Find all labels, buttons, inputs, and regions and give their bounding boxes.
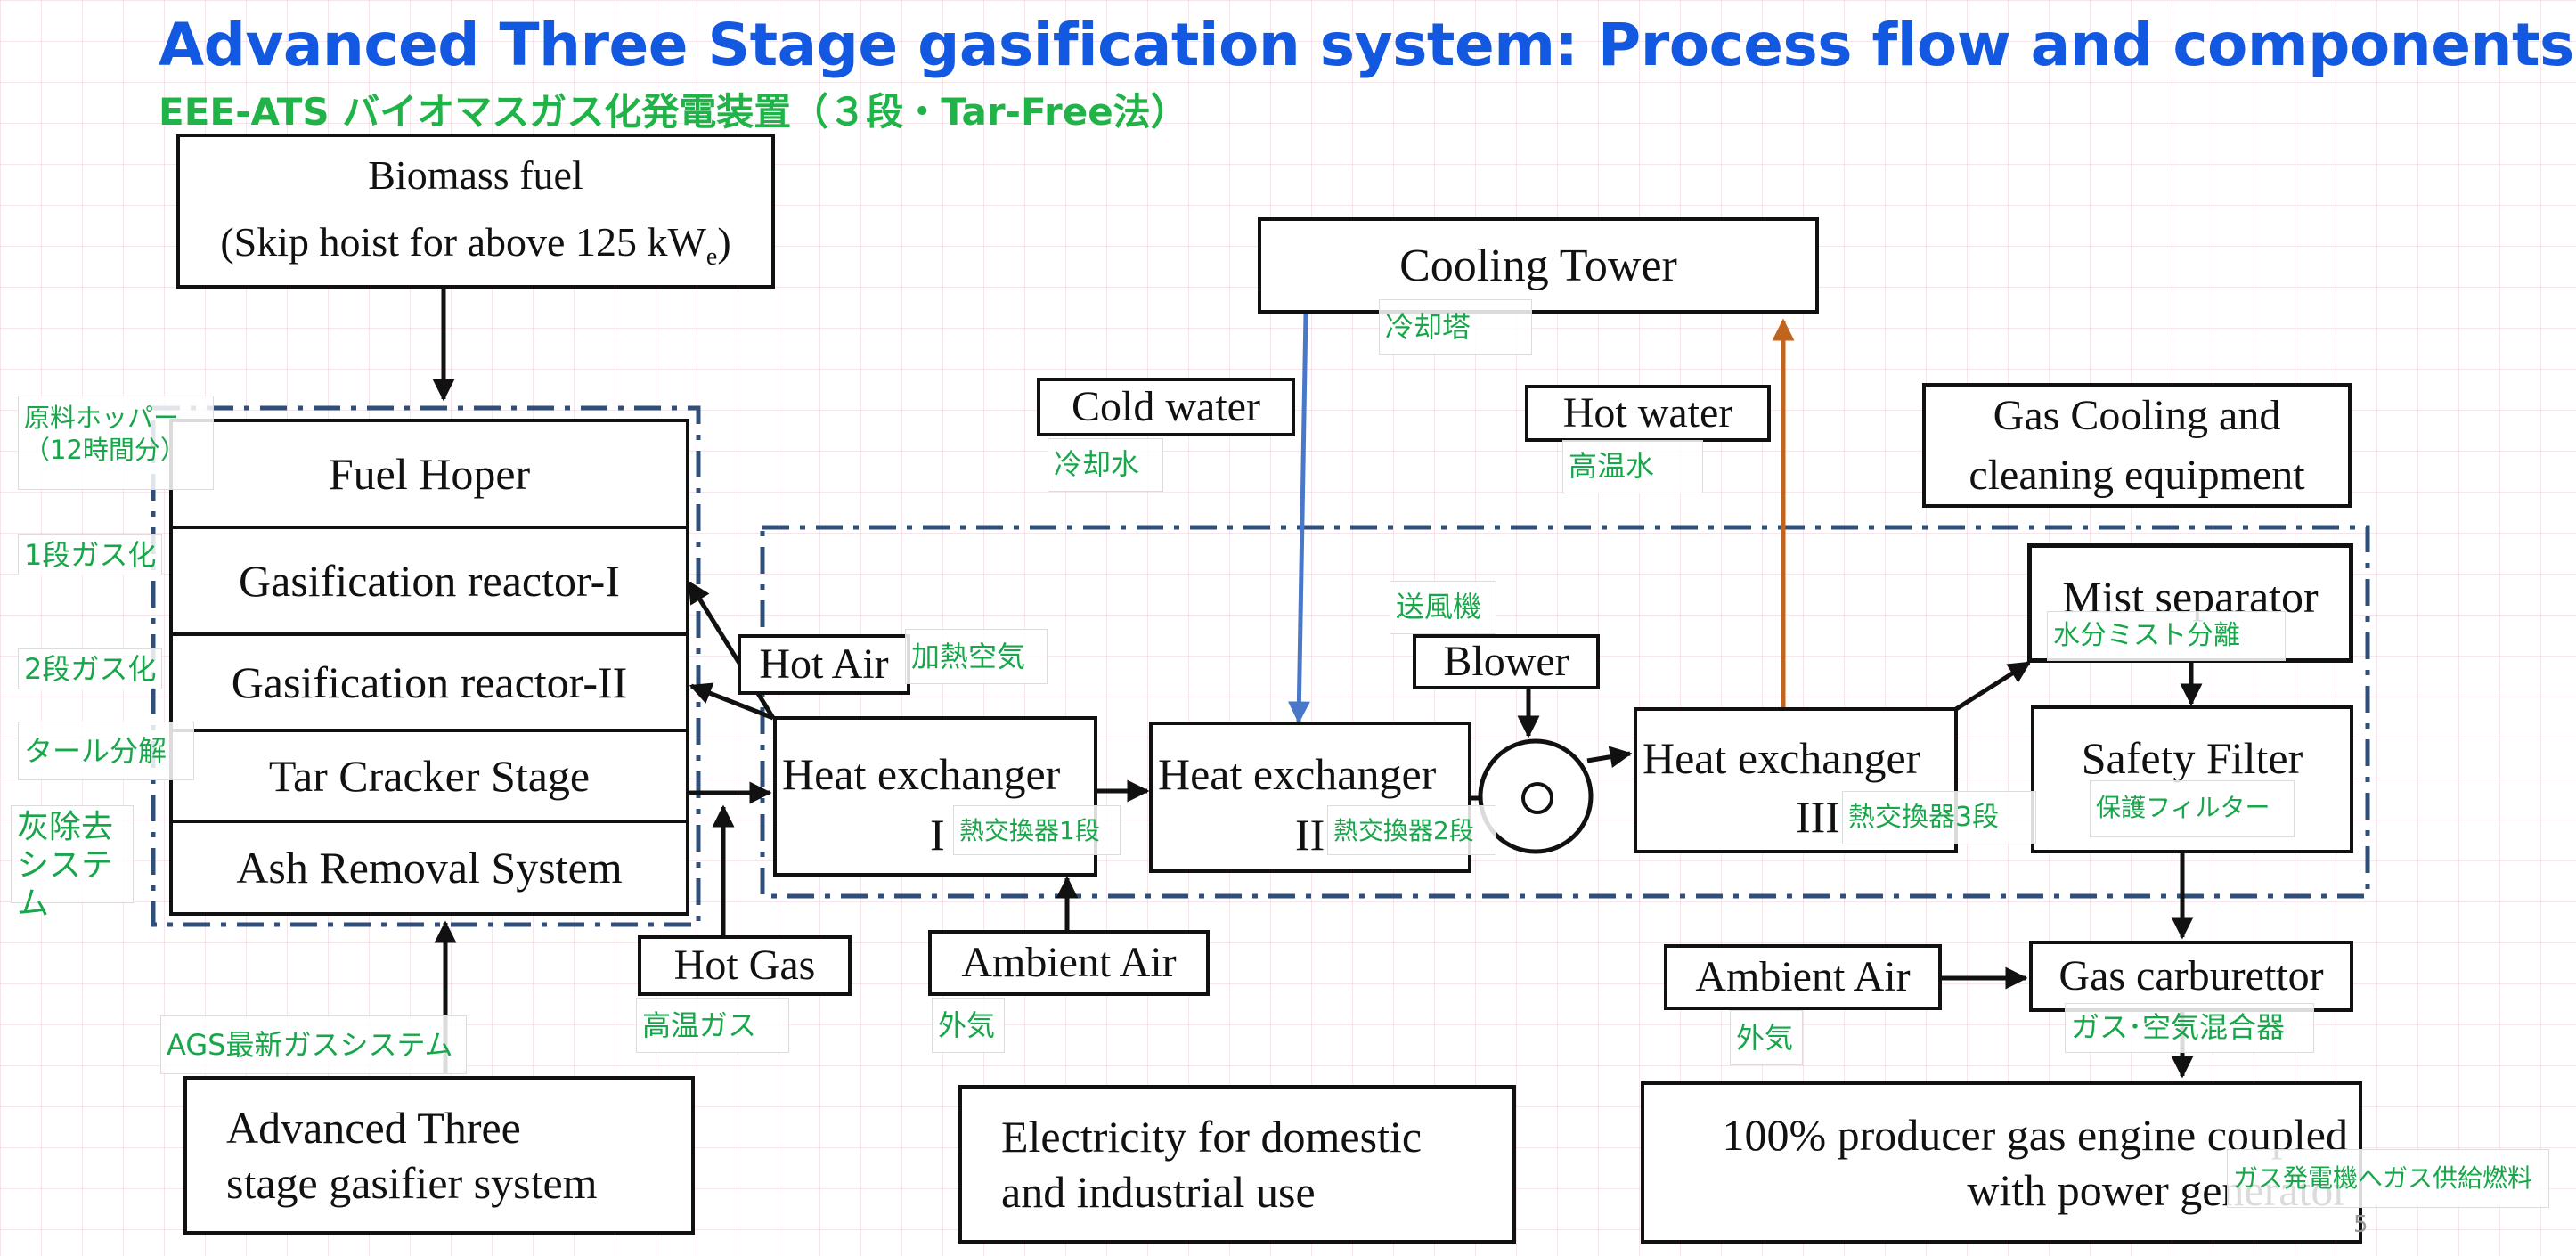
jp-label-hopper: 原料ホッパー （12時間分） (18, 396, 214, 490)
ambient-air-2-box: Ambient Air (1664, 944, 1942, 1010)
jp-label-cooling-tower: 冷却塔 (1379, 299, 1532, 355)
jp-label-hot-air: 加熱空気 (905, 629, 1048, 684)
tar-cracker-box: Tar Cracker Stage (169, 729, 689, 823)
advanced-gasifier-box: Advanced Three stage gasifier system (183, 1076, 695, 1235)
arrow-hx3-to-mist (1954, 660, 2032, 712)
biomass-fuel-box: Biomass fuel (Skip hoist for above 125 k… (176, 134, 775, 289)
jp-label-blower: 送風機 (1390, 581, 1496, 634)
jp-label-carburettor: ガス･空気混合器 (2065, 1003, 2314, 1053)
blower-box: Blower (1413, 634, 1600, 689)
jp-label-ags: AGS最新ガスシステム (160, 1015, 467, 1074)
fuel-hoper-box: Fuel Hoper (169, 419, 689, 529)
jp-label-engine: ガス発電機へガス供給燃料 (2227, 1149, 2549, 1208)
arrow-hotair-to-reactor2 (689, 682, 774, 721)
hot-gas-box: Hot Gas (638, 935, 852, 996)
heat-exchanger-3-number: III (1796, 792, 1840, 842)
heat-exchanger-3-label: Heat exchanger (1643, 733, 1921, 783)
arrow-cold-water (1287, 313, 1310, 724)
page-title: Advanced Three Stage gasification system… (159, 11, 2574, 79)
page-subtitle: EEE-ATS バイオマスガス化発電装置（３段・Tar-Free法） (159, 90, 1188, 134)
jp-label-mist: 水分ミスト分離 (2047, 611, 2286, 661)
jp-label-hot-water: 高温水 (1562, 440, 1703, 493)
gasification-reactor-1-box: Gasification reactor-I (169, 526, 689, 636)
jp-label-stage2: 2段ガス化 (18, 648, 163, 689)
electricity-box: Electricity for domestic and industrial … (958, 1085, 1516, 1244)
ambient-air-1-box: Ambient Air (928, 930, 1210, 996)
cooling-tower-box: Cooling Tower (1258, 217, 1819, 314)
gasifier-group-border (151, 405, 701, 927)
jp-label-safety-filter: 保護フィルター (2090, 780, 2295, 837)
safety-filter-box: Safety Filter (2031, 705, 2353, 853)
cold-water-box: Cold water (1037, 378, 1295, 436)
heat-exchanger-1-label: Heat exchanger (782, 749, 1061, 799)
jp-label-cold-water: 冷却水 (1048, 438, 1163, 492)
jp-label-hx1: 熱交換器1段 (953, 805, 1121, 855)
gas-carburettor-box: Gas carburettor (2029, 941, 2353, 1012)
jp-label-tar: タール分解 (18, 722, 194, 780)
jp-label-ambient-air-2: 外気 (1730, 1010, 1803, 1065)
jp-label-hot-gas: 高温ガス (636, 998, 789, 1053)
biomass-fuel-detail: (Skip hoist for above 125 kWe) (220, 219, 731, 272)
heat-exchanger-2-number: II (1295, 810, 1325, 860)
page-number: 5 (2353, 1211, 2368, 1238)
jp-label-hx2: 熱交換器2段 (1327, 805, 1496, 855)
gas-cooling-cleaning-box: Gas Cooling and cleaning equipment (1922, 383, 2352, 508)
jp-label-hx3: 熱交換器3段 (1842, 791, 2036, 844)
heat-exchanger-2-label: Heat exchanger (1158, 749, 1437, 799)
arrow-fan-to-hx3 (1586, 746, 1633, 769)
arrow-hotair-to-reactor1 (687, 580, 776, 720)
jp-label-ash: 灰除去 システム (11, 805, 134, 922)
biomass-fuel-label: Biomass fuel (368, 151, 583, 198)
ash-removal-box: Ash Removal System (169, 820, 689, 916)
jp-label-ambient-air-1: 外気 (932, 998, 1005, 1053)
gasification-reactor-2-box: Gasification reactor-II (169, 632, 689, 732)
hot-water-box: Hot water (1525, 385, 1771, 442)
heat-exchanger-1-number: I (930, 810, 945, 860)
jp-label-stage1: 1段ガス化 (18, 534, 163, 575)
hot-air-box: Hot Air (738, 634, 910, 695)
